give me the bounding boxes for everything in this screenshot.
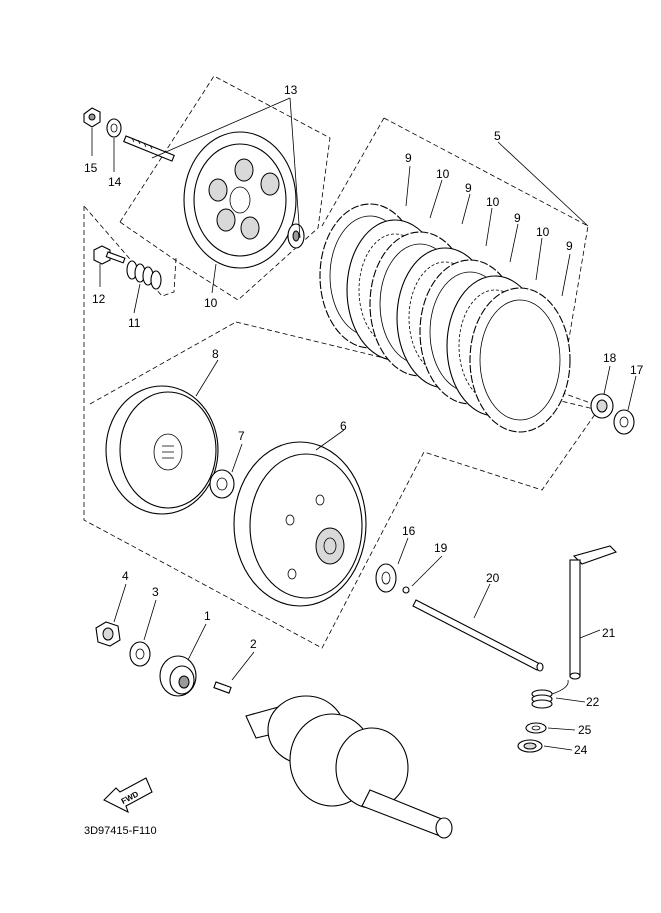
pressure-plate-11 bbox=[183, 131, 297, 269]
callout-10-c: 10 bbox=[536, 225, 550, 239]
callout-9-c: 9 bbox=[514, 211, 521, 225]
push-lever-shaft-22 bbox=[569, 545, 618, 680]
callout-20: 19 bbox=[434, 541, 448, 555]
callout-23: 22 bbox=[586, 695, 600, 709]
callout-1: 1 bbox=[204, 609, 211, 623]
clutch-boss-8 bbox=[105, 385, 219, 515]
callout-12: 11 bbox=[128, 316, 141, 330]
callout-9-b: 9 bbox=[465, 181, 472, 195]
lock-washer-18 bbox=[613, 409, 635, 435]
group-boundary-mid-left bbox=[89, 321, 237, 405]
group-boundary-5 bbox=[383, 117, 611, 411]
callout-19: 18 bbox=[603, 351, 617, 365]
crankshaft bbox=[245, 695, 453, 839]
callout-10-a: 10 bbox=[436, 167, 450, 181]
clutch-spring-12 bbox=[126, 260, 162, 290]
push-rod-21 bbox=[412, 599, 544, 672]
oil-seal-24 bbox=[517, 739, 543, 753]
group-boundary-main bbox=[83, 206, 599, 649]
primary-drive-gear-1 bbox=[159, 655, 197, 697]
callout-22: 21 bbox=[602, 626, 616, 640]
callout-8: 8 bbox=[212, 347, 219, 361]
return-spring-23 bbox=[531, 679, 569, 709]
leader-lines bbox=[91, 97, 637, 751]
washer-17 bbox=[375, 563, 397, 593]
callout-24: 24 bbox=[574, 743, 588, 757]
washer-25 bbox=[525, 722, 547, 734]
diagram-code: 3D97415-F110 bbox=[84, 825, 157, 837]
friction-plate-9-d bbox=[469, 287, 571, 433]
push-piece bbox=[287, 223, 305, 249]
callout-9-d: 9 bbox=[566, 239, 573, 253]
callout-18: 17 bbox=[630, 363, 644, 377]
key-2 bbox=[213, 681, 232, 694]
callout-11: 10 bbox=[204, 296, 218, 310]
thrust-washer-7 bbox=[209, 469, 235, 499]
ball-20 bbox=[402, 586, 410, 594]
callout-3: 3 bbox=[152, 585, 159, 599]
bolt-13 bbox=[93, 245, 126, 265]
group-boundary-14-inner bbox=[83, 205, 177, 297]
callout-10-b: 10 bbox=[486, 195, 500, 209]
callout-21: 20 bbox=[486, 571, 500, 585]
callout-16: 15 bbox=[84, 161, 98, 175]
callout-6: 6 bbox=[340, 419, 347, 433]
callout-17: 16 bbox=[402, 524, 416, 538]
callout-15: 14 bbox=[108, 175, 122, 189]
fwd-arrow-icon: FWD bbox=[103, 777, 153, 814]
callout-2: 2 bbox=[250, 637, 257, 651]
clutch-housing-6 bbox=[233, 441, 367, 607]
nut-4 bbox=[95, 621, 121, 647]
callout-5: 5 bbox=[494, 129, 501, 143]
callout-13: 12 bbox=[92, 292, 106, 306]
washer-3 bbox=[129, 641, 151, 667]
callout-labels: 13 15 14 12 11 10 5 9 10 9 10 9 10 9 18 … bbox=[84, 83, 644, 757]
callout-4: 4 bbox=[122, 569, 129, 583]
callout-9-a: 9 bbox=[405, 151, 412, 165]
callout-7: 7 bbox=[238, 429, 245, 443]
nut-16 bbox=[83, 107, 101, 128]
group-boundary-5-left bbox=[321, 117, 385, 227]
callout-25: 25 bbox=[578, 723, 592, 737]
group-boundary-14 bbox=[119, 75, 331, 301]
nut-19 bbox=[590, 393, 614, 419]
callout-14: 13 bbox=[284, 83, 298, 97]
clutch-bolt-long bbox=[123, 135, 175, 162]
washer-15 bbox=[106, 118, 122, 138]
